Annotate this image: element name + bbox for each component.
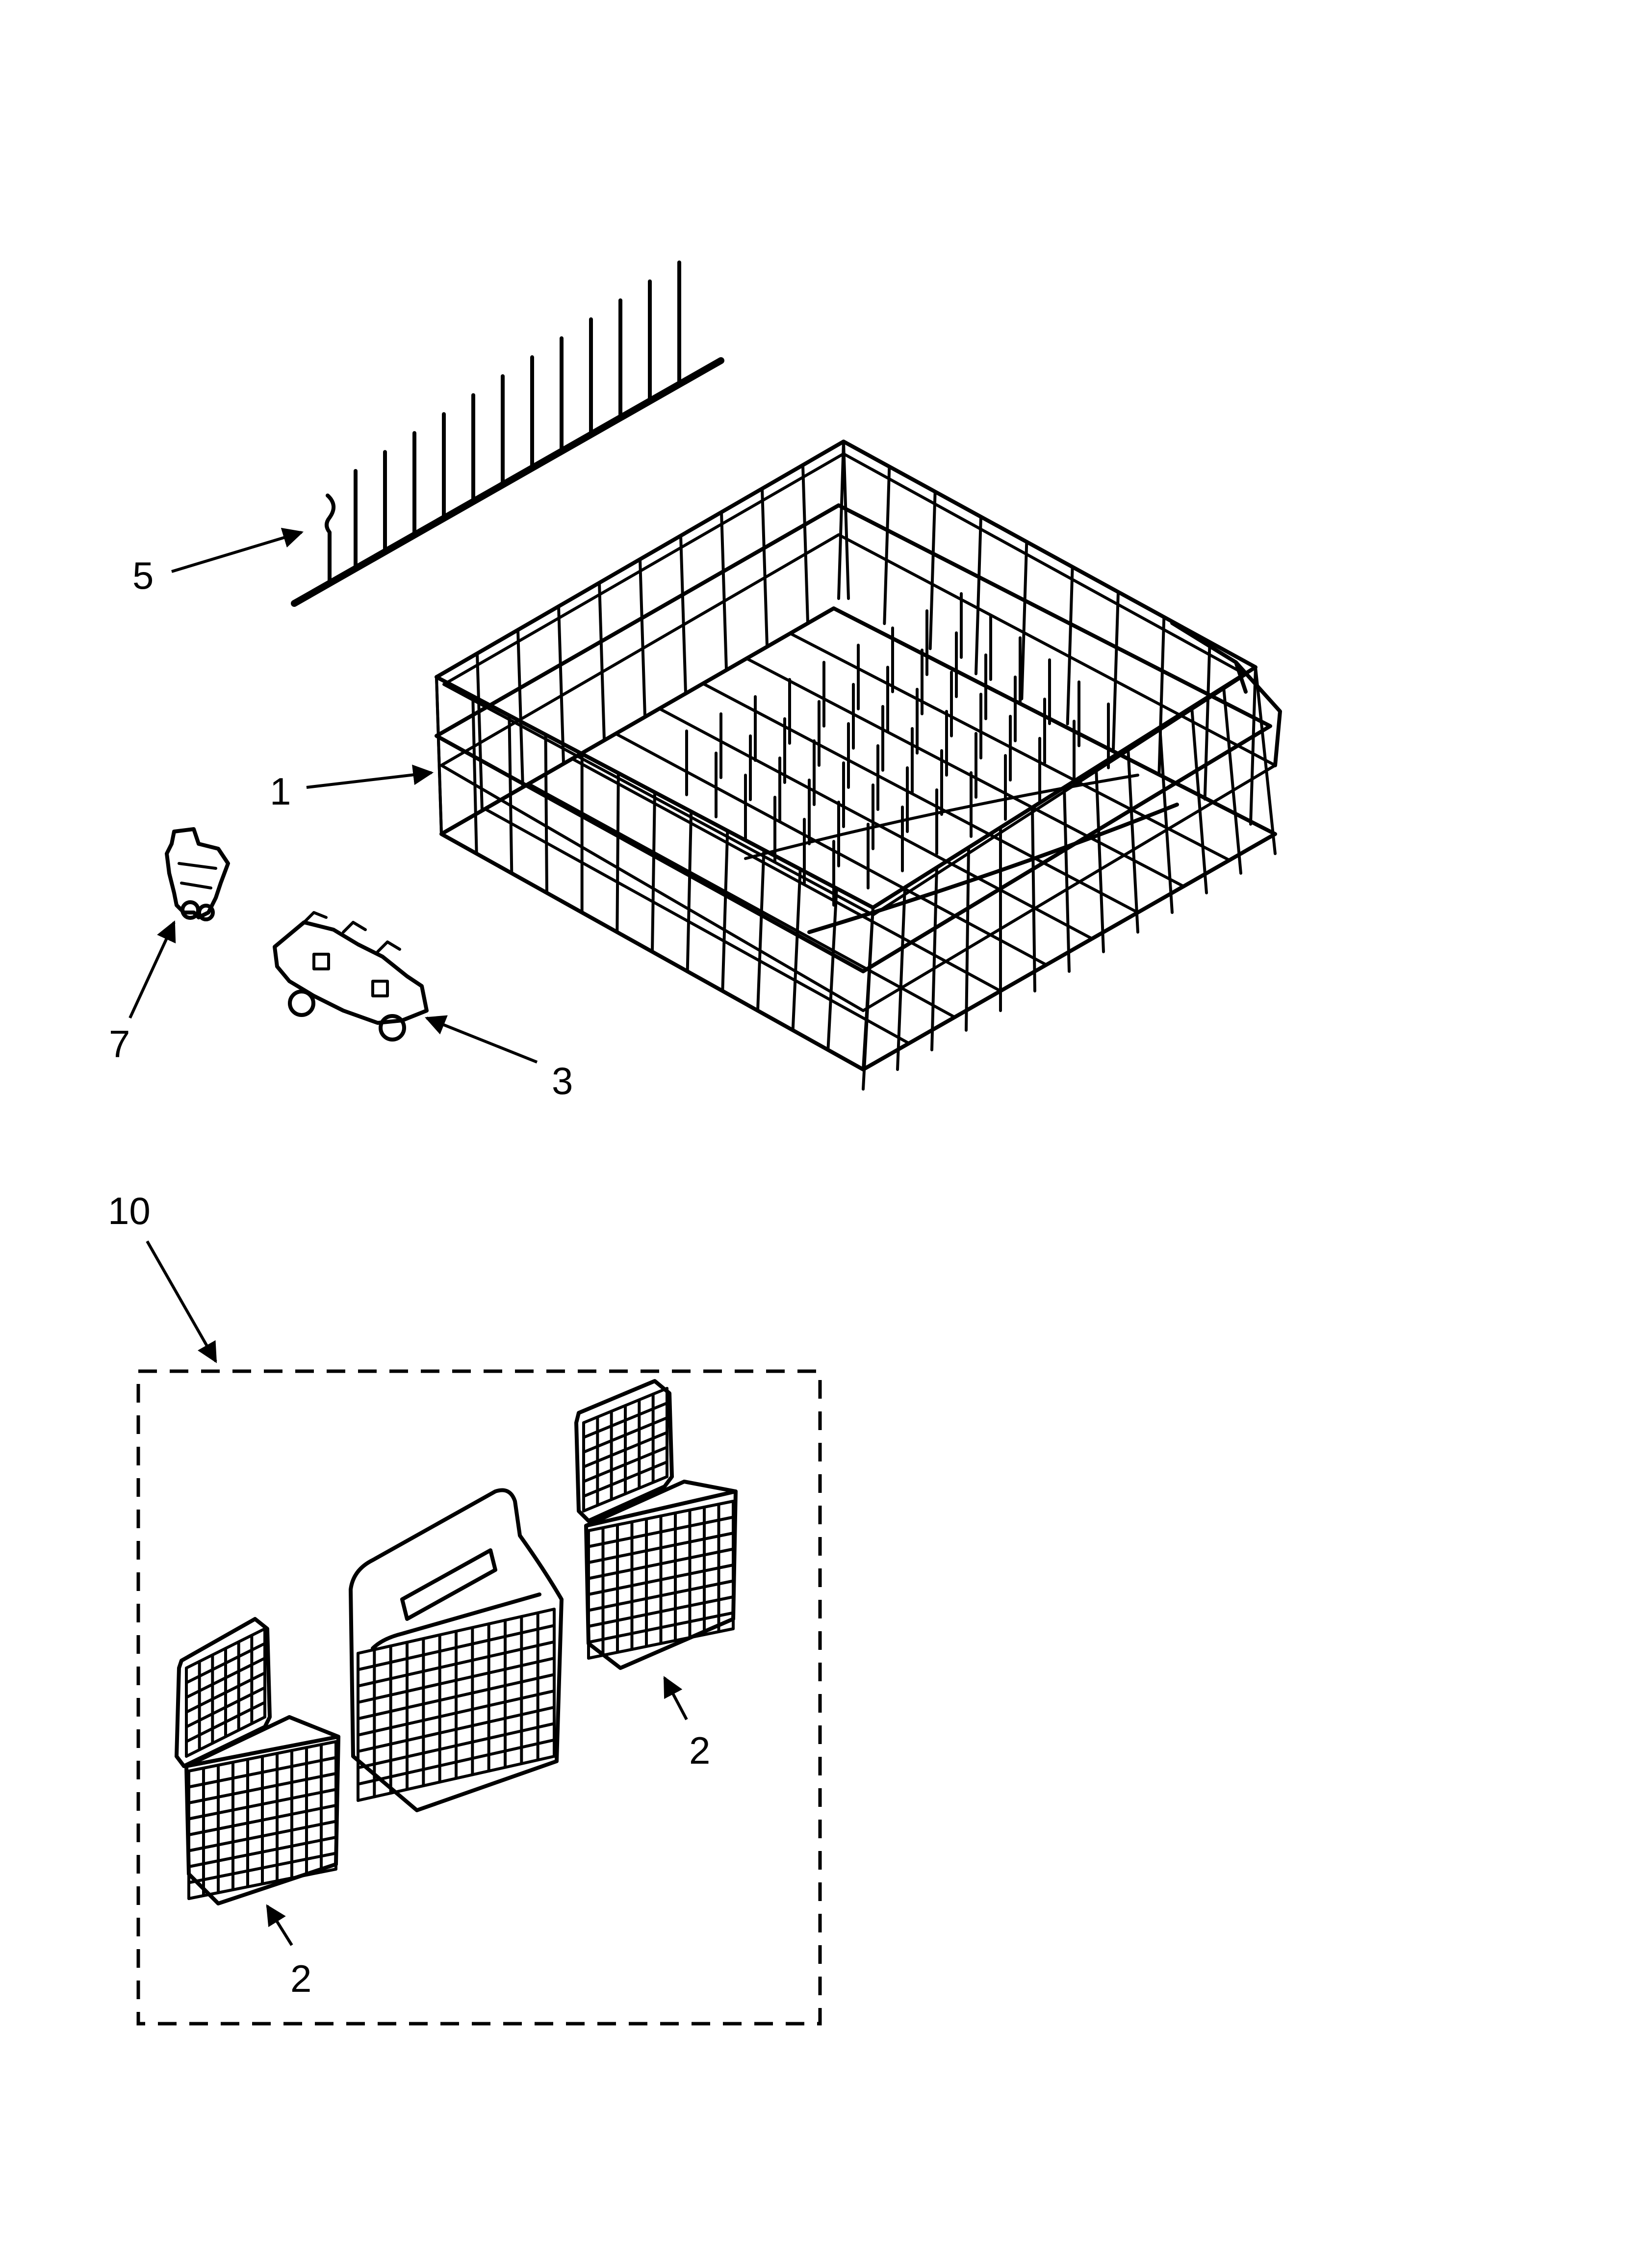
- leader-2-right: [663, 1676, 688, 1721]
- leader-1: [306, 764, 434, 789]
- leader-3: [425, 1015, 538, 1064]
- callouts: 5 1 7 3 10 2 2: [108, 554, 710, 2000]
- leader-lines: [128, 527, 688, 1946]
- callout-5: 5: [132, 554, 154, 597]
- basket-kit-boundary: [136, 1369, 822, 2026]
- leader-10: [146, 1240, 217, 1363]
- leader-5: [171, 527, 304, 573]
- small-basket-right: [574, 1379, 738, 1670]
- tine-row-part: [291, 261, 724, 607]
- callout-3: 3: [552, 1059, 573, 1102]
- callout-7: 7: [109, 1022, 130, 1066]
- callout-10: 10: [108, 1189, 151, 1232]
- callout-2-right: 2: [689, 1729, 710, 1772]
- small-basket-left: [175, 1617, 340, 1905]
- leader-7: [128, 920, 176, 1019]
- callout-1: 1: [270, 770, 291, 813]
- rack-wheel-assembly-part: [273, 911, 429, 1042]
- handle-basket-middle: [349, 1488, 564, 1812]
- callout-2-left: 2: [290, 1957, 311, 2000]
- rack-wheel-single-part: [165, 827, 230, 921]
- leader-2-left: [266, 1904, 293, 1946]
- dishrack-part: [435, 440, 1282, 1091]
